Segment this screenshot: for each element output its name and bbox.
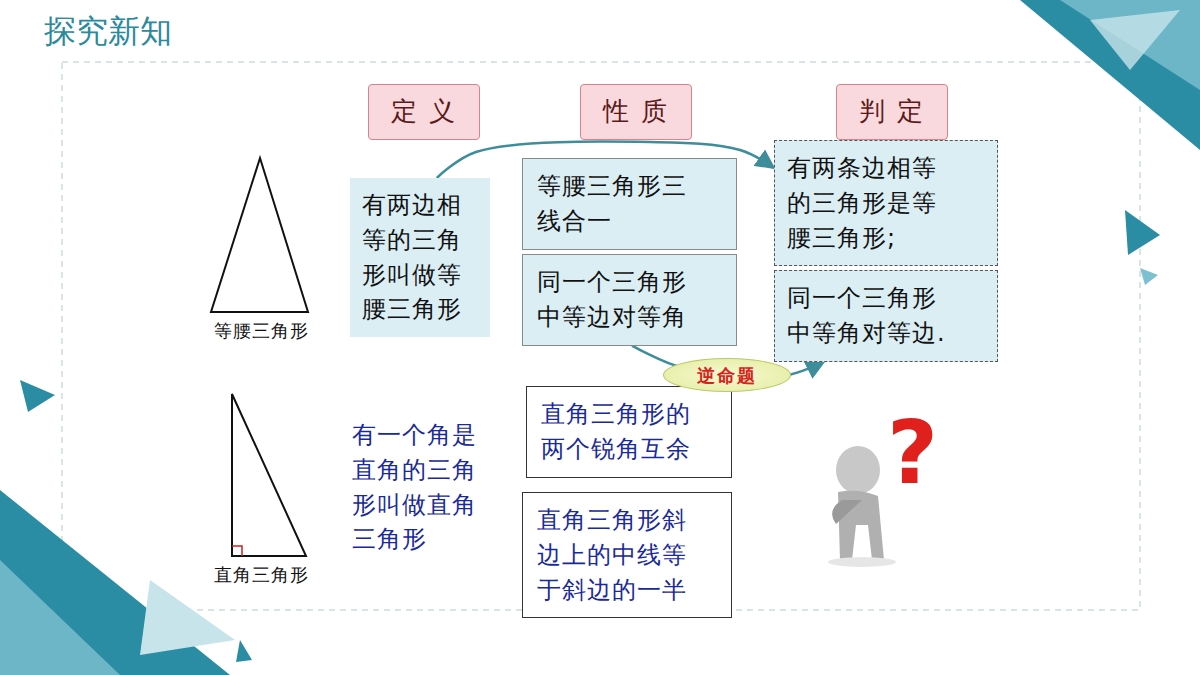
definition-box: 有两边相等的三角形叫做等腰三角形	[350, 178, 490, 337]
corner-triangle	[1060, 0, 1200, 90]
right-angle-mark	[232, 546, 242, 556]
criterion-box: 有两条边相等的三角形是等腰三角形;	[774, 140, 998, 266]
slide-title: 探究新知	[44, 10, 172, 54]
corner-triangle	[20, 380, 55, 412]
node-text: 直角三角形斜边上的中线等于斜边的一半	[537, 503, 691, 607]
edge-label-ellipse: 逆命题	[663, 358, 791, 392]
category-header: 定 义	[368, 84, 480, 140]
node-text: 性 质	[587, 93, 685, 131]
node-text: 同一个三角形中等边对等角	[537, 265, 696, 335]
node-text: 判 定	[843, 93, 941, 131]
property-box: 直角三角形斜边上的中线等于斜边的一半	[522, 492, 732, 618]
corner-triangle	[1090, 10, 1180, 70]
frame	[62, 62, 1140, 610]
property-box: 直角三角形的两个锐角互余	[526, 386, 732, 478]
corner-triangle	[1140, 268, 1158, 285]
node-text: 有两条边相等的三角形是等腰三角形;	[787, 151, 953, 255]
figure-caption: 直角三角形	[205, 564, 317, 586]
right-triangle	[232, 394, 306, 556]
corner-triangle	[0, 560, 120, 675]
property-box: 同一个三角形中等边对等角	[522, 254, 737, 346]
thinking-figure	[828, 446, 896, 567]
category-header: 判 定	[836, 84, 948, 140]
node-text: 直角三角形的两个锐角互余	[541, 397, 691, 467]
node-text: 有两边相等的三角形叫做等腰三角形	[362, 188, 478, 327]
figure-caption: 等腰三角形	[205, 320, 317, 342]
corner-triangle	[1020, 0, 1200, 150]
corner-triangle	[1125, 210, 1160, 255]
isosceles-triangle	[211, 158, 308, 312]
corner-triangle	[140, 580, 235, 655]
corner-triangle	[0, 490, 230, 675]
property-box: 等腰三角形三线合一	[522, 158, 737, 250]
category-header: 性 质	[580, 84, 692, 140]
definition-text: 有一个角是直角的三角形叫做直角三角形	[352, 418, 480, 557]
question-mark: ?	[878, 400, 948, 506]
corner-triangle	[236, 640, 252, 662]
node-text: 等腰三角形三线合一	[537, 169, 696, 239]
node-text: 同一个三角形中等角对等边.	[787, 281, 953, 351]
criterion-box: 同一个三角形中等角对等边.	[774, 270, 998, 362]
node-text: 定 义	[375, 93, 473, 131]
